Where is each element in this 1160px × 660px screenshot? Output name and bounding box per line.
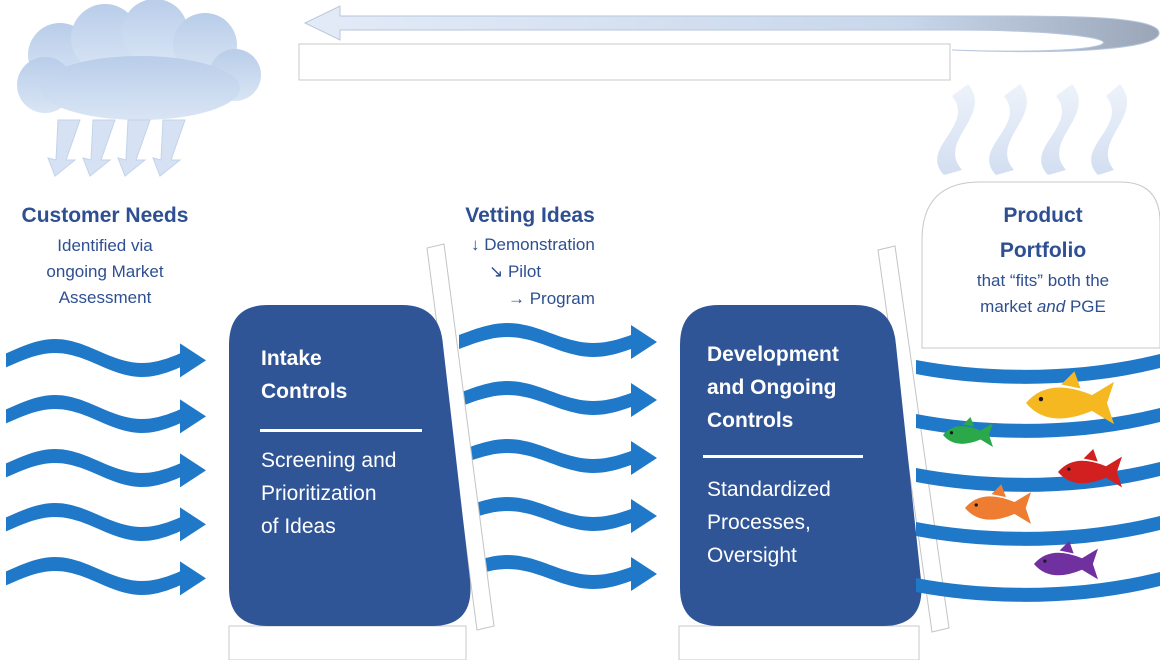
rain-cloud-icon [17, 0, 261, 177]
water-band [916, 354, 1160, 384]
purple-fish-icon [1034, 540, 1098, 580]
orange-fish-icon [965, 484, 1031, 524]
wave-arrow [459, 439, 657, 475]
portfolio-sub-line-1: that “fits” both the [976, 271, 1110, 290]
customer-needs-line-1: Identified via [57, 236, 153, 255]
wave-arrow [6, 449, 206, 488]
green-fish-icon [943, 417, 993, 447]
wave-arrow [6, 557, 206, 596]
intake-title-line-2: Controls [261, 380, 348, 403]
development-controls-box [680, 305, 922, 626]
development-title-line-1: Development [707, 343, 839, 366]
development-body-line-3: Oversight [707, 544, 797, 567]
portfolio-title-line-1: Product [1003, 204, 1083, 227]
return-arrow-arc [298, 5, 1160, 81]
intake-body-line-2: Prioritization [261, 482, 377, 505]
vetting-wave-arrows [459, 323, 657, 591]
customer-needs-line-2: ongoing Market [46, 262, 164, 281]
development-body-line-1: Standardized [707, 478, 831, 501]
development-body-line-2: Processes, [707, 511, 811, 534]
customer-needs-wave-arrows [6, 339, 206, 596]
development-divider [703, 455, 863, 458]
vetting-ideas-title: Vetting Ideas [465, 204, 595, 227]
intake-body-line-3: of Ideas [261, 515, 336, 538]
intake-pedestal [228, 625, 467, 660]
development-title-line-2: and Ongoing [707, 376, 837, 399]
intake-body-line-1: Screening and [261, 449, 397, 472]
water-band [916, 516, 1160, 546]
wave-arrow [459, 381, 657, 417]
vetting-step-pilot: ↘ Pilot [489, 262, 542, 281]
red-fish-icon [1058, 448, 1122, 488]
wave-arrow [6, 339, 206, 378]
development-pedestal [678, 625, 920, 660]
water-band [916, 572, 1160, 602]
wave-arrow [459, 323, 657, 359]
intake-title-line-1: Intake [261, 347, 322, 370]
intake-divider [260, 429, 422, 432]
wave-arrow [6, 503, 206, 542]
intake-controls-box [229, 305, 471, 626]
fish-icons [943, 371, 1122, 580]
wave-arrow [459, 555, 657, 591]
customer-needs-title: Customer Needs [21, 204, 189, 227]
portfolio-sub-line-2: market and PGE [980, 297, 1106, 316]
yellow-fish-icon [1026, 371, 1114, 425]
customer-needs-line-3: Assessment [58, 288, 152, 307]
steam-icon [937, 84, 1128, 175]
vetting-step-program: → Program [508, 289, 595, 308]
vetting-step-demonstration: ↓ Demonstration [471, 235, 595, 254]
water-band [916, 462, 1160, 492]
wave-arrow [6, 395, 206, 434]
development-title-line-3: Controls [707, 409, 794, 432]
wave-arrow [459, 497, 657, 533]
portfolio-title-line-2: Portfolio [999, 239, 1087, 262]
